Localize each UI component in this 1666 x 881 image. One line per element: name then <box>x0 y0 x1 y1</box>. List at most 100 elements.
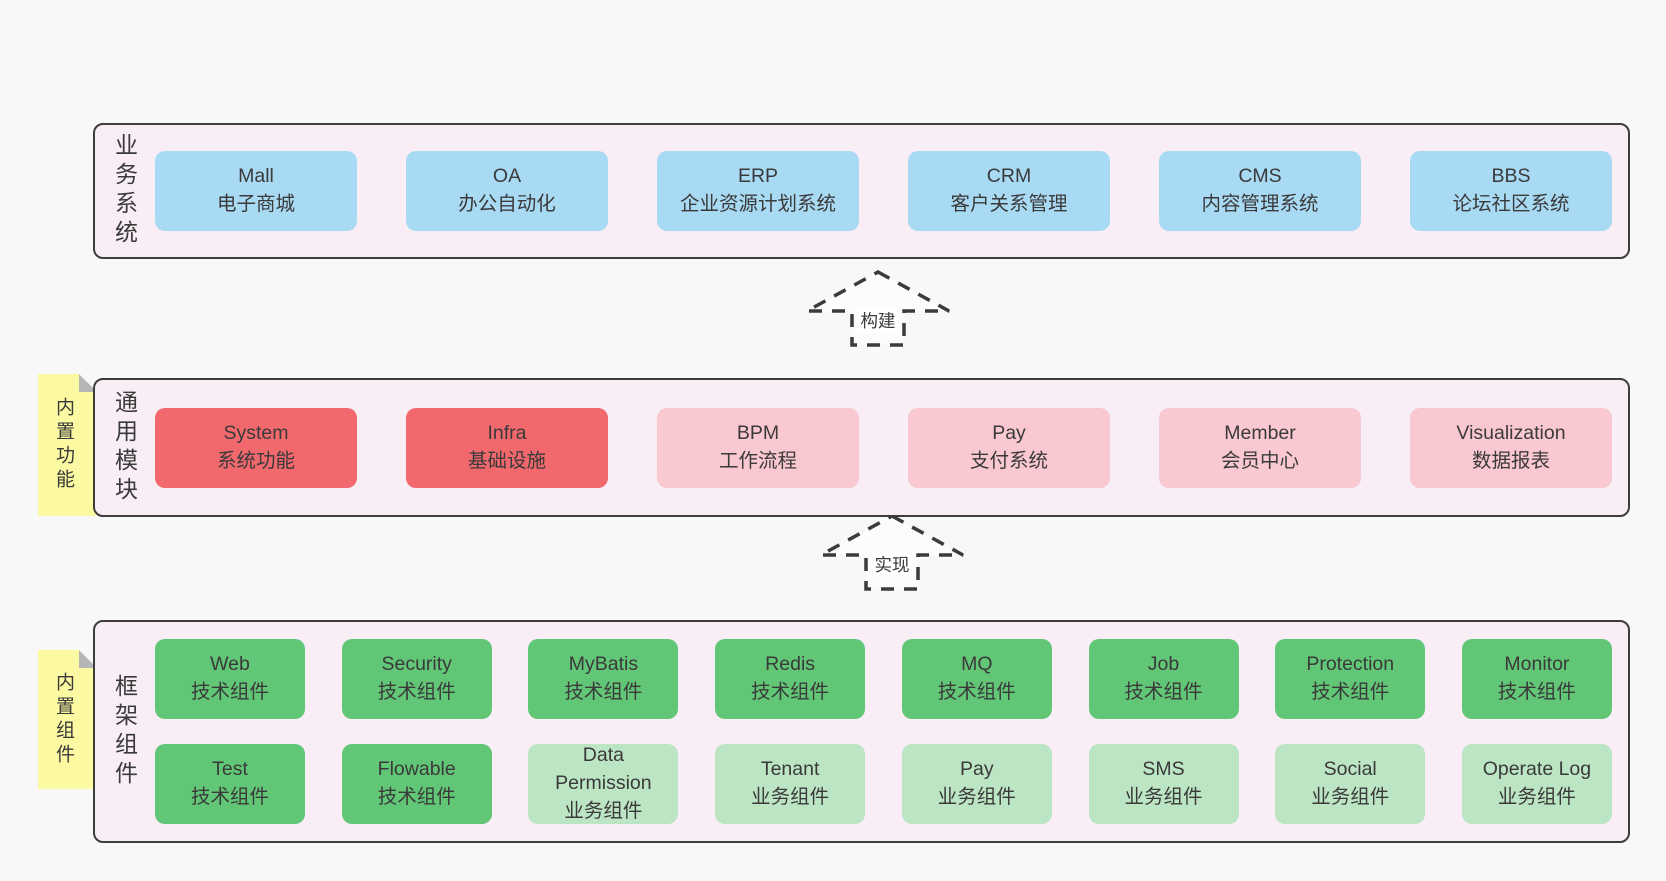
band-label-framework-components: 框架组件 <box>95 622 153 841</box>
box-row: System 系统功能 Infra 基础设施 BPM 工作流程 Pay 支付系统… <box>155 407 1612 488</box>
arrow-implement: 实现 <box>817 512 967 592</box>
box-subtitle: 电子商城 <box>216 193 295 215</box>
band-label-text: 业务系统 <box>111 133 138 249</box>
box-row: Mall 电子商城 OA 办公自动化 ERP 企业资源计划系统 CRM 客户关系… <box>155 151 1612 231</box>
box-subtitle: 客户关系管理 <box>950 193 1068 215</box>
box-operate-log: Operate Log 业务组件 <box>1461 744 1612 824</box>
sticky-note-text: 内置组件 <box>53 671 74 768</box>
box-subtitle: 支付系统 <box>969 449 1048 472</box>
box-subtitle: 基础设施 <box>467 449 546 472</box>
box-subtitle: 技术组件 <box>1311 681 1390 703</box>
box-title: Protection <box>1306 653 1395 676</box>
box-title: SMS <box>1142 758 1185 781</box>
box-title: Pay <box>960 758 994 781</box>
box-title: CMS <box>1238 165 1282 188</box>
box-job: Job 技术组件 <box>1088 639 1239 719</box>
band-business-systems: 业务系统 Mall 电子商城 OA 办公自动化 ERP 企业资源计划系统 CRM… <box>93 123 1630 259</box>
box-subtitle: 业务组件 <box>751 786 830 808</box>
band-label-text: 通用模块 <box>111 389 138 506</box>
box-crm: CRM 客户关系管理 <box>908 151 1110 231</box>
box-title: MyBatis <box>568 653 639 676</box>
box-subtitle: 论坛社区系统 <box>1452 193 1570 215</box>
box-subtitle: 技术组件 <box>377 786 456 808</box>
band-business-content: Mall 电子商城 OA 办公自动化 ERP 企业资源计划系统 CRM 客户关系… <box>153 125 1628 257</box>
box-monitor: Monitor 技术组件 <box>1461 639 1612 719</box>
box-subtitle: 技术组件 <box>751 681 830 703</box>
box-subtitle: 业务组件 <box>1311 786 1390 808</box>
box-security: Security 技术组件 <box>341 639 492 719</box>
box-title: Member <box>1224 421 1296 444</box>
band-common-content: System 系统功能 Infra 基础设施 BPM 工作流程 Pay 支付系统… <box>153 380 1628 515</box>
box-visualization: Visualization 数据报表 <box>1410 407 1612 488</box>
box-subtitle: 业务组件 <box>564 799 643 822</box>
box-cms: CMS 内容管理系统 <box>1159 151 1361 231</box>
box-bpm: BPM 工作流程 <box>657 407 859 488</box>
box-mall: Mall 电子商城 <box>155 151 357 231</box>
box-title: Social <box>1323 758 1377 781</box>
box-subtitle: 工作流程 <box>718 449 797 472</box>
box-title: Infra <box>487 421 527 444</box>
box-subtitle: 技术组件 <box>190 786 269 808</box>
box-title: Test <box>212 758 248 781</box>
box-mybatis: MyBatis 技术组件 <box>528 639 679 719</box>
box-title: BBS <box>1491 165 1531 188</box>
box-title: MQ <box>961 653 993 676</box>
sticky-note-text: 内置功能 <box>53 397 74 493</box>
box-title: OA <box>492 165 522 188</box>
box-title: Tenant <box>760 758 820 781</box>
sticky-note-built-in-components: 内置组件 <box>38 650 97 789</box>
box-row: Test 技术组件 Flowable 技术组件 Data Permission … <box>155 744 1612 824</box>
box-protection: Protection 技术组件 <box>1275 639 1426 719</box>
box-tenant: Tenant 业务组件 <box>715 744 866 824</box>
box-subtitle: 技术组件 <box>1497 681 1576 703</box>
sticky-note-built-in-features: 内置功能 <box>38 374 97 516</box>
box-subtitle: 业务组件 <box>1124 786 1203 808</box>
box-web: Web 技术组件 <box>155 639 305 719</box>
band-framework-content: Web 技术组件 Security 技术组件 MyBatis 技术组件 Redi… <box>153 622 1628 841</box>
band-label-business-systems: 业务系统 <box>95 125 153 257</box>
box-subtitle: 数据报表 <box>1471 449 1550 472</box>
box-title: Pay <box>992 421 1026 444</box>
box-subtitle: 技术组件 <box>1124 681 1203 703</box>
box-title: Visualization <box>1456 421 1566 444</box>
box-title: Flowable <box>377 758 456 781</box>
box-subtitle: 办公自动化 <box>458 193 556 215</box>
box-oa: OA 办公自动化 <box>406 151 608 231</box>
box-title: Operate Log <box>1482 758 1592 781</box>
box-social: Social 业务组件 <box>1275 744 1426 824</box>
box-title: Security <box>381 653 452 676</box>
box-flowable: Flowable 技术组件 <box>341 744 492 824</box>
box-infra: Infra 基础设施 <box>406 407 608 488</box>
box-bbs: BBS 论坛社区系统 <box>1410 151 1612 231</box>
box-pay: Pay 支付系统 <box>908 407 1110 488</box>
box-member: Member 会员中心 <box>1159 407 1361 488</box>
box-subtitle: 业务组件 <box>1497 786 1576 808</box>
box-pay-component: Pay 业务组件 <box>901 744 1052 824</box>
box-subtitle: 业务组件 <box>937 786 1016 808</box>
box-title: Data Permission <box>555 744 652 795</box>
box-erp: ERP 企业资源计划系统 <box>657 151 859 231</box>
box-title: ERP <box>737 165 779 188</box>
box-title: System <box>223 421 289 444</box>
box-subtitle: 系统功能 <box>216 449 295 472</box>
band-framework-components: 框架组件 Web 技术组件 Security 技术组件 MyBatis 技术组件… <box>93 620 1630 843</box>
box-subtitle: 技术组件 <box>190 681 269 703</box>
box-row: Web 技术组件 Security 技术组件 MyBatis 技术组件 Redi… <box>155 639 1612 719</box>
box-title: Job <box>1147 653 1180 676</box>
box-subtitle: 内容管理系统 <box>1201 193 1319 215</box>
box-title: CRM <box>986 165 1032 188</box>
box-system: System 系统功能 <box>155 407 357 488</box>
box-mq: MQ 技术组件 <box>901 639 1052 719</box>
box-title: BPM <box>736 421 780 444</box>
band-label-text: 框架组件 <box>111 673 138 790</box>
band-label-common-modules: 通用模块 <box>95 380 153 515</box>
box-title: Monitor <box>1504 653 1570 676</box>
box-subtitle: 技术组件 <box>377 681 456 703</box>
box-subtitle: 会员中心 <box>1220 449 1299 472</box>
arrow-build-label: 构建 <box>857 308 899 333</box>
box-subtitle: 技术组件 <box>564 681 643 703</box>
arrow-implement-label: 实现 <box>871 552 913 577</box>
box-test: Test 技术组件 <box>155 744 305 824</box>
box-subtitle: 企业资源计划系统 <box>679 193 836 215</box>
box-data-permission: Data Permission 业务组件 <box>528 744 679 824</box>
